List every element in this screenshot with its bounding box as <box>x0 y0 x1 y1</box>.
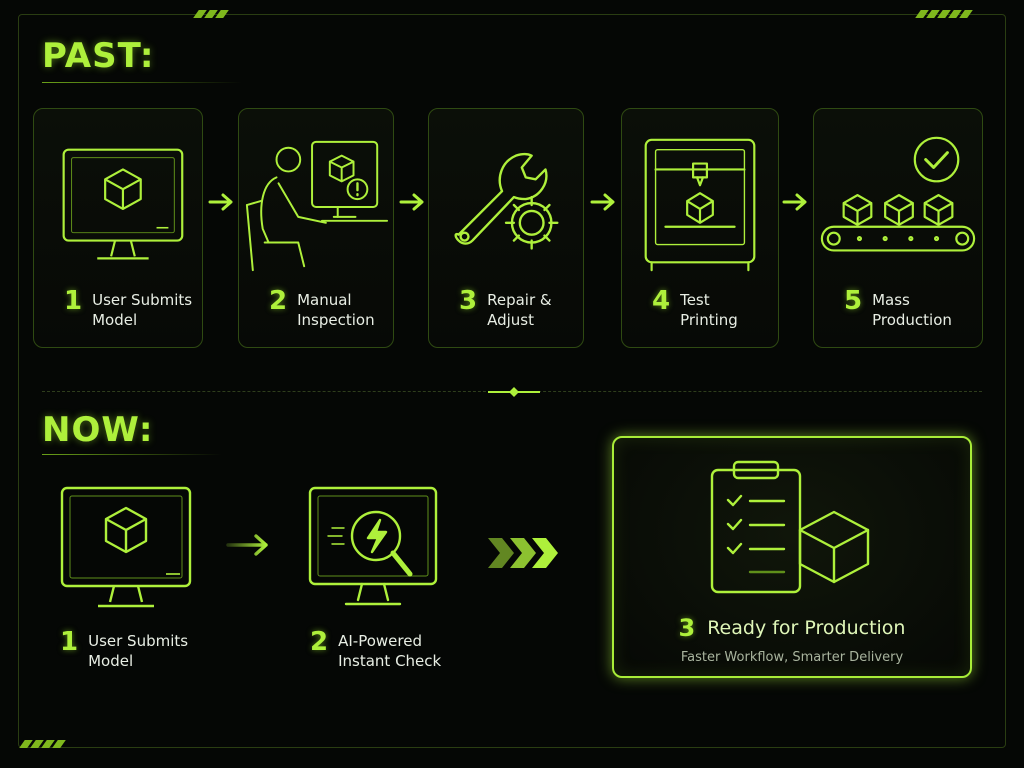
triple-chevron-icon <box>488 538 558 568</box>
past-step-4-label: 4 Test Printing <box>652 287 738 330</box>
ready-subtitle: Faster Workflow, Smarter Delivery <box>680 650 904 665</box>
conveyor-belt-icon <box>820 136 976 252</box>
now-step-1-illustration <box>58 484 194 614</box>
arrow-right-icon <box>590 193 615 211</box>
step-text: Test Printing <box>680 291 738 329</box>
past-step-4-card: 4 Test Printing <box>621 108 779 348</box>
3d-printer-icon <box>644 138 756 272</box>
ready-title-text: Ready for Production <box>707 617 906 639</box>
arrow-right-icon <box>399 193 424 211</box>
past-step-3-label: 3 Repair & Adjust <box>459 287 552 330</box>
monitor-cube-icon <box>60 486 192 608</box>
past-step-5-card: 5 Mass Production <box>813 108 983 348</box>
step-number: 2 <box>310 627 329 657</box>
step-number: 3 <box>459 286 478 316</box>
corner-stripes-top <box>193 10 229 18</box>
past-step-1-label: 1 User Submits Model <box>64 287 192 330</box>
past-heading: PAST: <box>42 36 155 76</box>
past-step-3-card: 3 Repair & Adjust <box>428 108 584 348</box>
ready-for-production-panel: 3 Ready for Production Faster Workflow, … <box>612 436 972 678</box>
past-step-5-label: 5 Mass Production <box>844 287 952 330</box>
past-step-2-label: 2 Manual Inspection <box>269 287 375 330</box>
now-step-2-illustration <box>306 484 440 614</box>
wrench-gear-icon <box>454 152 559 250</box>
now-step-1-label: 1 User Submits Model <box>60 628 188 671</box>
step-text: Manual Inspection <box>297 291 375 329</box>
monitor-cube-icon <box>62 148 184 260</box>
step-number: 3 <box>678 614 696 642</box>
step-text: User Submits Model <box>88 632 189 670</box>
now-step-2-label: 2 AI-Powered Instant Check <box>310 628 441 671</box>
past-heading-rule <box>42 82 242 83</box>
step-number: 1 <box>60 627 79 657</box>
clipboard-checklist-cube-icon <box>710 460 870 594</box>
divider-diamond-icon <box>488 387 540 397</box>
arrow-right-icon <box>208 193 233 211</box>
corner-stripes-top-right <box>915 10 973 18</box>
arrow-right-icon <box>782 193 807 211</box>
past-step-2-card: 2 Manual Inspection <box>238 108 394 348</box>
step-text: Repair & Adjust <box>487 291 552 329</box>
step-number: 2 <box>269 286 288 316</box>
step-text: User Submits Model <box>92 291 193 329</box>
now-heading: NOW: <box>42 410 154 450</box>
step-number: 4 <box>652 286 671 316</box>
ready-title: 3 Ready for Production <box>614 614 970 642</box>
ai-search-monitor-icon <box>308 486 438 606</box>
step-number: 5 <box>844 286 863 316</box>
past-step-1-card: 1 User Submits Model <box>33 108 203 348</box>
arrow-right-icon <box>226 534 268 556</box>
step-text: AI-Powered Instant Check <box>338 632 442 670</box>
step-text: Mass Production <box>872 291 952 329</box>
step-number: 1 <box>64 286 83 316</box>
person-at-computer-icon <box>245 140 389 272</box>
corner-stripes-bottom-left <box>19 740 66 748</box>
now-heading-rule <box>42 454 222 455</box>
outer-frame <box>18 14 1006 748</box>
